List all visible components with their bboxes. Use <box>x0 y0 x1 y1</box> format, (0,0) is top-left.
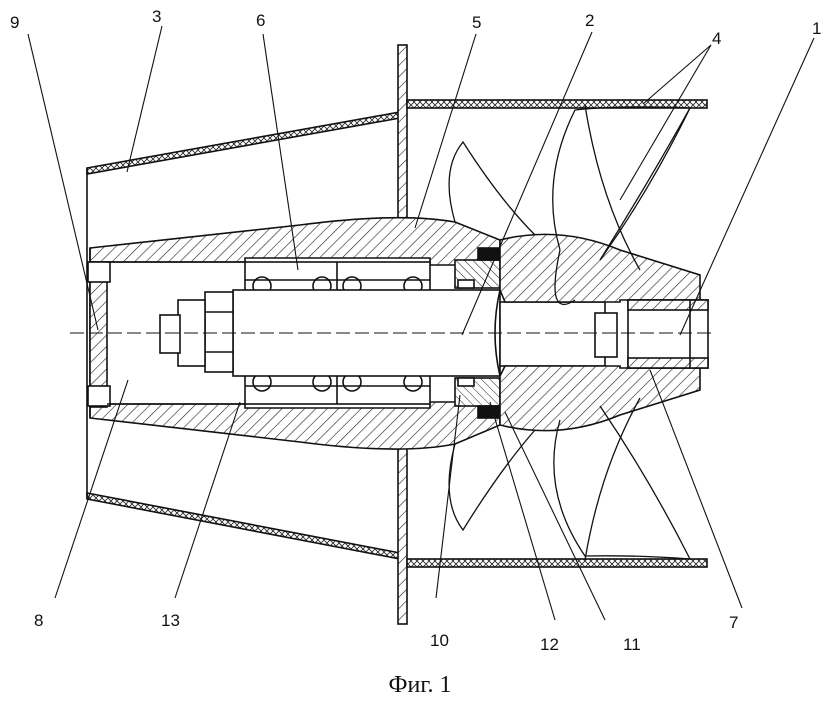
callout-6: 6 <box>256 11 266 30</box>
callout-4: 4 <box>712 29 722 48</box>
callout-2: 2 <box>585 11 595 30</box>
leader-lines <box>27 25 815 621</box>
seal-assembly <box>454 247 501 419</box>
impeller-blades <box>448 104 692 561</box>
callout-7: 7 <box>729 613 739 632</box>
callout-8: 8 <box>34 611 44 630</box>
inlet-cone <box>86 111 401 560</box>
impeller-duct <box>406 99 708 568</box>
figure-caption: Фиг. 1 <box>388 672 452 698</box>
callout-1: 1 <box>812 19 822 38</box>
callout-13: 13 <box>161 611 180 630</box>
impeller-hub <box>499 233 701 432</box>
callout-11: 11 <box>623 635 641 654</box>
outlet-nut <box>627 299 709 369</box>
bearing-housing <box>89 216 501 450</box>
end-cap <box>87 261 111 408</box>
inner-cavity <box>107 261 245 405</box>
callout-3: 3 <box>152 7 162 26</box>
callout-9: 9 <box>10 13 20 32</box>
callout-5: 5 <box>472 13 482 32</box>
callout-12: 12 <box>540 635 559 654</box>
callout-10: 10 <box>430 631 449 650</box>
